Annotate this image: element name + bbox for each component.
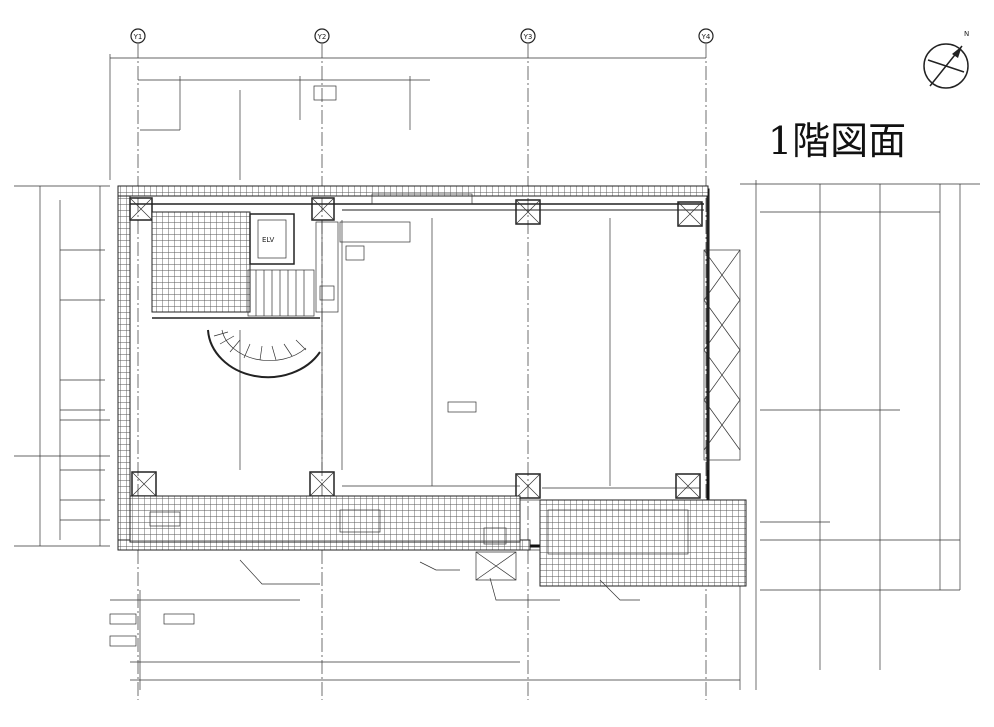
- elevator-label: ELV: [262, 236, 275, 244]
- north-label: N: [964, 30, 969, 38]
- left-dimension-lines: [14, 185, 110, 547]
- building-walls: [117, 185, 741, 551]
- grid-axis-lines: [137, 44, 707, 700]
- grid-axis-y2-label: Y2: [317, 33, 327, 41]
- right-dimension-lines: [740, 180, 980, 690]
- spiral-stair: [152, 317, 321, 379]
- top-dimension-lines: [109, 54, 706, 180]
- main-room-tag: [447, 401, 477, 413]
- bottom-right-zone: [475, 499, 747, 587]
- grid-axis-y1-label: Y1: [133, 33, 143, 41]
- core-area: ELV: [151, 211, 411, 317]
- grid-axis-y2: Y2: [314, 28, 330, 44]
- grid-axis-y1: Y1: [130, 28, 146, 44]
- north-arrow: N: [923, 30, 969, 89]
- interior-guides: [239, 218, 700, 489]
- grid-axis-y4: Y4: [698, 28, 714, 44]
- grid-axis-y3-label: Y3: [523, 33, 533, 41]
- leader-lines: [60, 419, 640, 601]
- drawing-title: 1階図面: [768, 119, 906, 163]
- bottom-dimension-lines: [109, 540, 741, 690]
- grid-axis-y3: Y3: [520, 28, 536, 44]
- grid-axis-y4-label: Y4: [701, 33, 711, 41]
- bottom-left-zone: [129, 495, 521, 545]
